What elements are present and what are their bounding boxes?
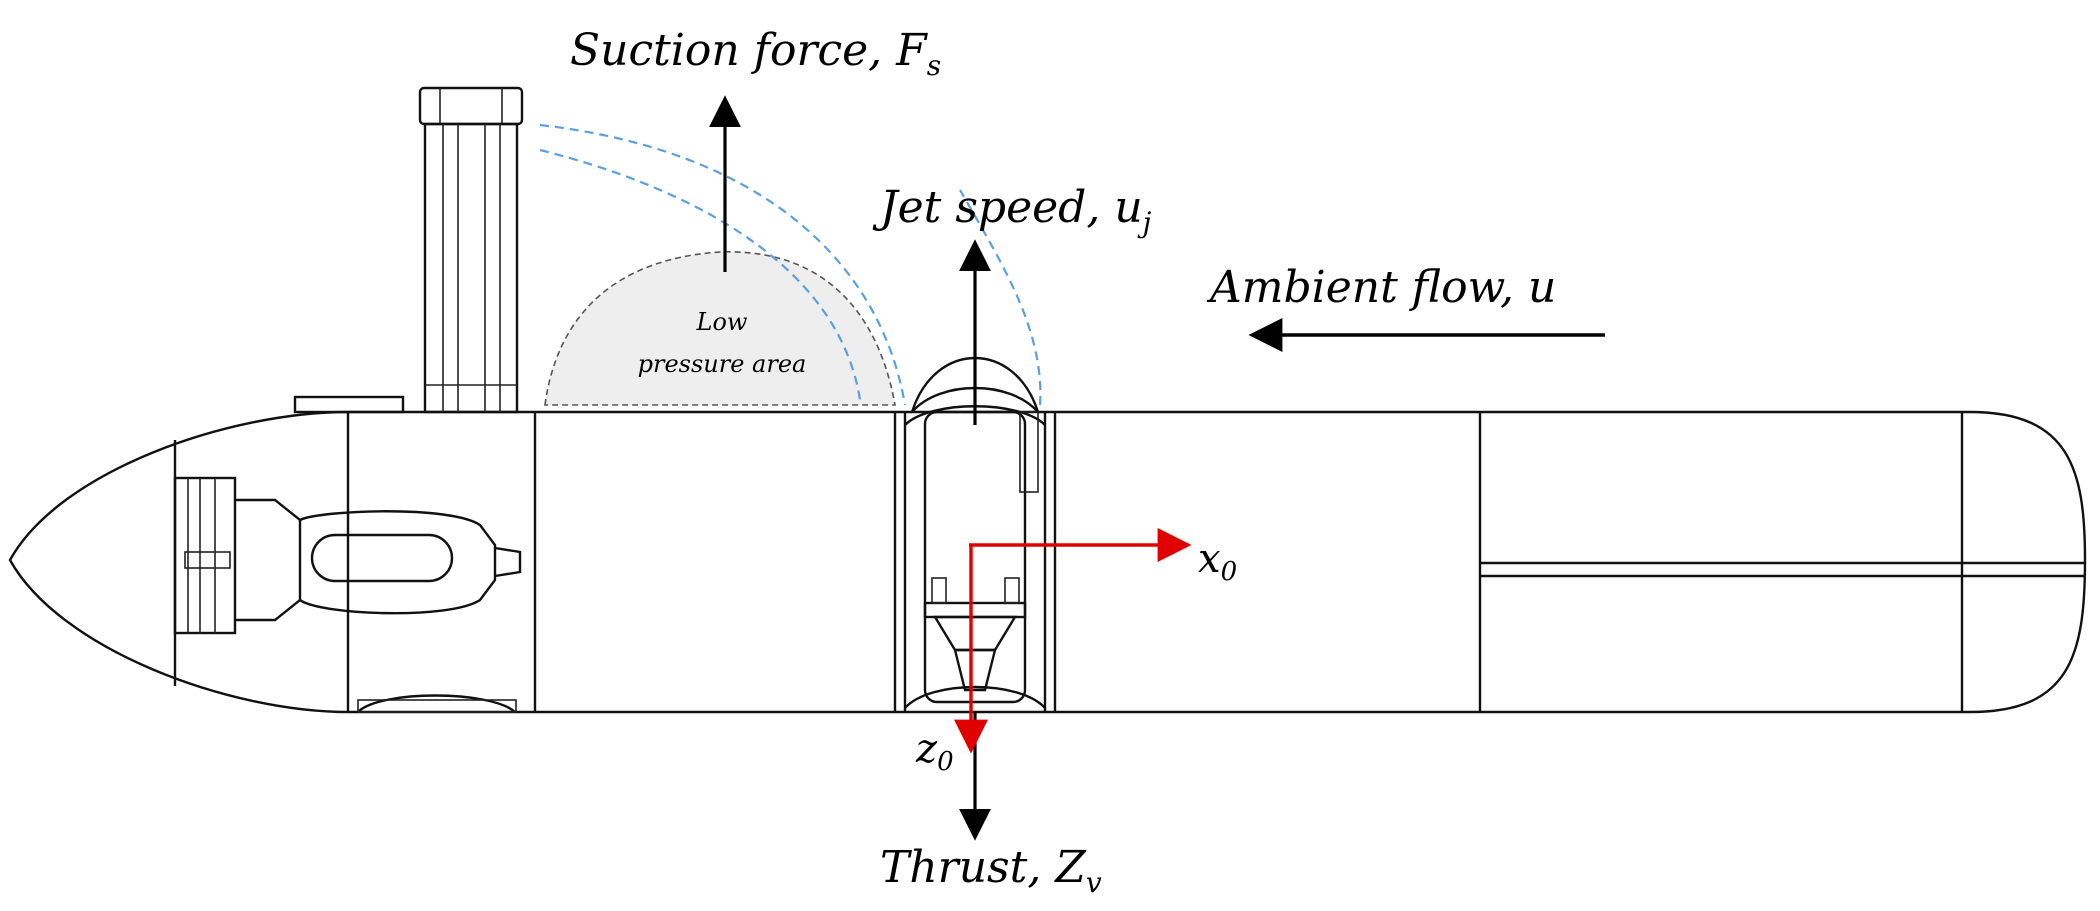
mast (418, 86, 524, 414)
thrust-label: Thrust, Zv (880, 842, 1102, 899)
low-pressure-label-line2: pressure area (638, 350, 807, 378)
x0-axis-label: x0 (1198, 536, 1237, 587)
jet-speed-label: Jet speed, uj (872, 182, 1152, 239)
ambient-flow-label: Ambient flow, u (1206, 262, 1556, 313)
low-pressure-label-line1: Low (696, 308, 748, 336)
auv-hull (8, 410, 2087, 714)
top-plate (293, 395, 405, 414)
streamlines (539, 123, 1042, 406)
suction-force-label: Suction force, Fs (570, 25, 941, 82)
nose-component (173, 476, 522, 635)
z0-axis-label: z0 (915, 726, 954, 777)
bottom-dome (357, 694, 516, 713)
